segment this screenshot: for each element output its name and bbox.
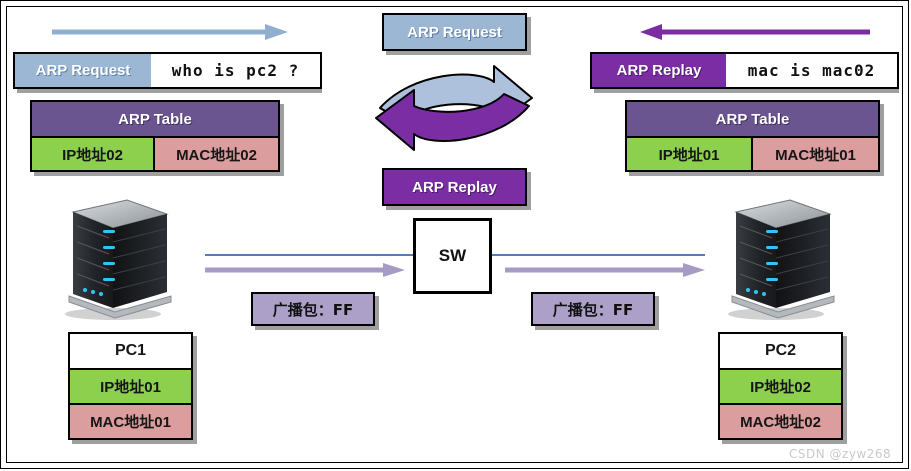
left-arp-table-ip-cell: IP地址02: [30, 136, 155, 172]
right-host-name: PC2: [718, 332, 843, 370]
left-message-bar: ARP Request who is pc2 ?: [13, 52, 322, 89]
left-host-mac: MAC地址01: [68, 403, 193, 440]
right-arp-table: ARP Table IP地址01 MAC地址01: [625, 100, 880, 172]
left-message-body: who is pc2 ?: [151, 52, 322, 89]
left-host-ip: IP地址01: [68, 368, 193, 405]
right-broadcast-label: 广播包：FF: [531, 292, 655, 326]
server-tower-icon-left: [65, 199, 172, 320]
packet-flow-arrow-right: [505, 263, 705, 277]
right-host-table: PC2 IP地址02 MAC地址02: [718, 332, 843, 440]
link-line-right: [490, 254, 705, 256]
right-message-bar: ARP Replay mac is mac02: [590, 52, 899, 89]
center-arp-reply-label: ARP Replay: [382, 168, 527, 206]
center-arp-request-label: ARP Request: [382, 13, 527, 51]
right-arp-table-header: ARP Table: [625, 100, 880, 138]
right-arp-table-mac-cell: MAC地址01: [751, 136, 880, 172]
left-broadcast-label: 广播包：FF: [251, 292, 375, 326]
left-host-table: PC1 IP地址01 MAC地址01: [68, 332, 193, 440]
link-line-left: [205, 254, 415, 256]
inner-frame: [6, 6, 903, 463]
packet-flow-arrow-left: [205, 263, 405, 277]
server-tower-icon-right: [728, 199, 835, 320]
left-host-name: PC1: [68, 332, 193, 370]
watermark: CSDN @zyw268: [789, 447, 892, 461]
right-host-ip: IP地址02: [718, 368, 843, 405]
top-right-direction-arrow: [640, 24, 870, 40]
left-arp-table-header: ARP Table: [30, 100, 280, 138]
right-arp-table-ip-cell: IP地址01: [625, 136, 753, 172]
curved-arrow-reply: [375, 89, 530, 151]
left-arp-table: ARP Table IP地址02 MAC地址02: [30, 100, 280, 172]
left-message-tag: ARP Request: [13, 52, 153, 89]
right-message-body: mac is mac02: [726, 52, 899, 89]
switch-box: SW: [413, 218, 492, 294]
left-arp-table-mac-cell: MAC地址02: [153, 136, 280, 172]
right-message-tag: ARP Replay: [590, 52, 728, 89]
top-left-direction-arrow: [52, 24, 288, 40]
right-host-mac: MAC地址02: [718, 403, 843, 440]
